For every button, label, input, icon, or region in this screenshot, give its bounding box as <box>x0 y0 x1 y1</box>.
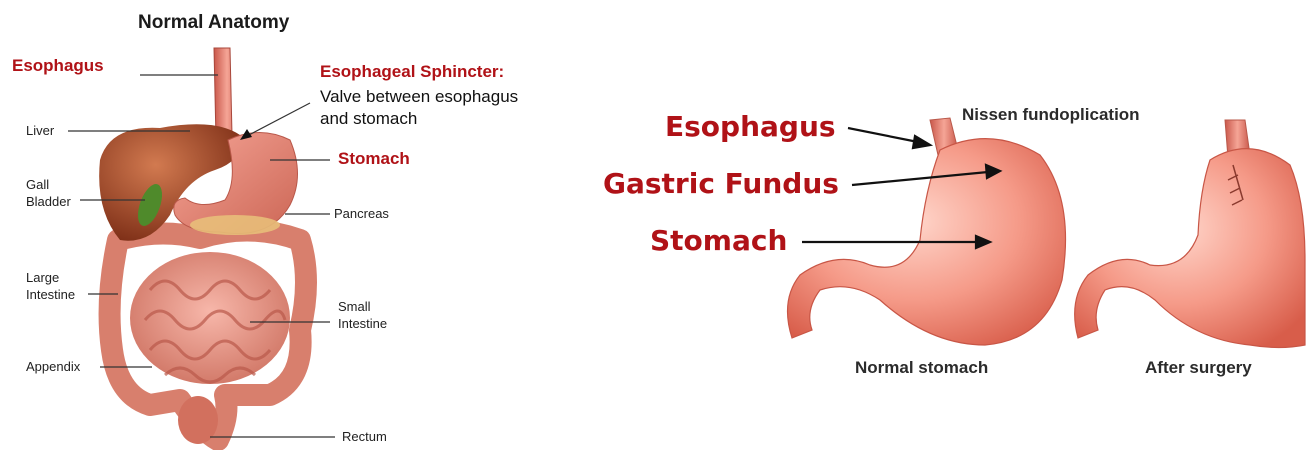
rectum-label: Rectum <box>342 429 387 444</box>
sphincter-description: Valve between esophagus and stomach <box>320 86 518 130</box>
gall-bladder-label: Gall Bladder <box>26 176 71 210</box>
pancreas-label: Pancreas <box>334 206 389 221</box>
normal-anatomy-title: Normal Anatomy <box>138 12 289 34</box>
after-surgery-caption: After surgery <box>1145 358 1252 378</box>
large-intestine-label: Large Intestine <box>26 269 75 303</box>
liver-label: Liver <box>26 123 54 138</box>
sphincter-label: Esophageal Sphincter: <box>320 62 504 82</box>
after-surgery-stomach-illustration <box>1075 120 1305 348</box>
stomach-label-left: Stomach <box>338 149 410 169</box>
esophagus-label: Esophagus <box>12 56 104 76</box>
appendix-label: Appendix <box>26 359 80 374</box>
gastric-fundus-label: Gastric Fundus <box>603 167 839 200</box>
pancreas-shape <box>190 215 280 235</box>
digestive-system-illustration <box>99 48 306 444</box>
nissen-title: Nissen fundoplication <box>962 105 1140 125</box>
esophagus-label-right: Esophagus <box>665 110 836 143</box>
small-intestine-label: Small Intestine <box>338 298 387 332</box>
normal-stomach-illustration <box>788 118 1066 345</box>
normal-stomach-caption: Normal stomach <box>855 358 988 378</box>
stomach-label-right: Stomach <box>650 224 787 257</box>
